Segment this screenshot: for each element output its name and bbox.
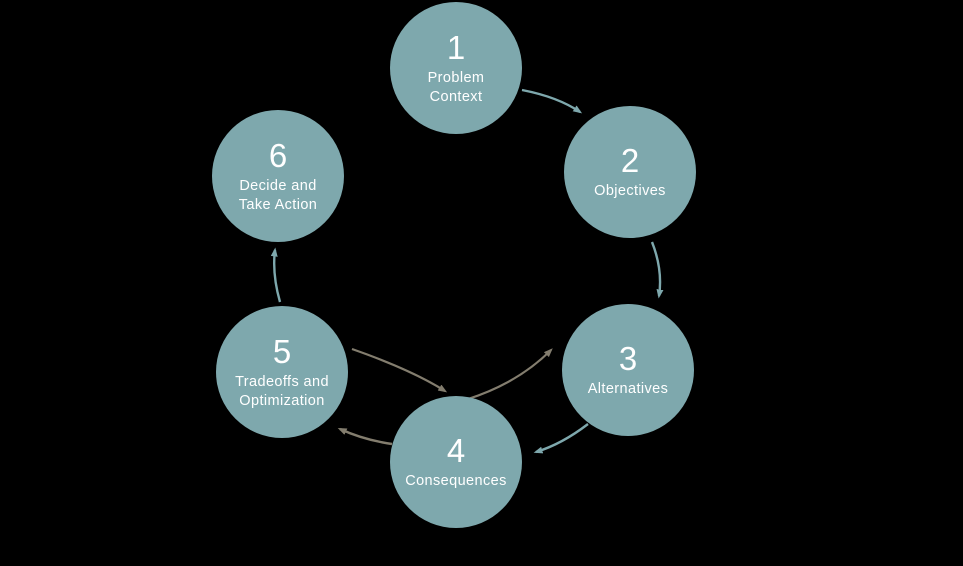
arrow-3-to-4: [533, 423, 589, 454]
step-number: 6: [268, 136, 288, 174]
step-number: 2: [620, 141, 640, 179]
step-4-consequences: 4 Consequences: [390, 396, 522, 528]
step-label: Consequences: [405, 473, 507, 490]
step-label: Optimization: [239, 392, 325, 409]
arrow-4-to-5: [337, 427, 393, 446]
arrow-1-to-2: [521, 88, 583, 114]
step-6-decide-take-action: 6 Decide and Take Action: [212, 110, 344, 242]
step-3-alternatives: 3 Alternatives: [562, 304, 694, 436]
step-5-tradeoffs-optimization: 5 Tradeoffs and Optimization: [216, 306, 348, 438]
step-label: Take Action: [238, 196, 318, 213]
arrow-5-to-6: [270, 247, 282, 303]
step-number: 4: [446, 431, 466, 469]
step-label: Alternatives: [587, 381, 669, 398]
step-1-problem-context: 1 Problem Context: [390, 2, 522, 134]
step-2-objectives: 2 Objectives: [564, 106, 696, 238]
step-label: Objectives: [594, 183, 666, 200]
step-number: 5: [272, 332, 292, 370]
arrow-5-to-4-feedback: [351, 347, 448, 393]
step-label: Problem: [427, 69, 485, 86]
step-label: Tradeoffs and: [235, 373, 329, 390]
step-number: 1: [446, 28, 466, 66]
arrow-4-to-3-feedback: [467, 348, 553, 401]
arrow-2-to-3: [650, 241, 664, 299]
step-number: 3: [618, 339, 638, 377]
step-label: Decide and: [239, 177, 317, 194]
step-label: Context: [429, 88, 483, 105]
